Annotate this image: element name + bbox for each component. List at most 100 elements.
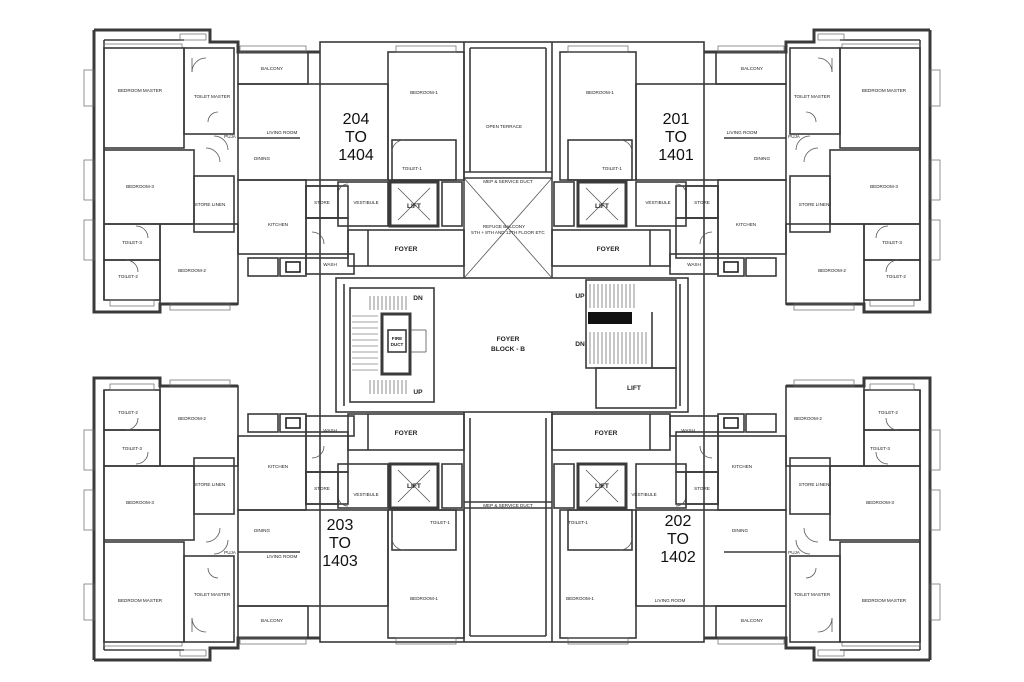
label-bedroom-3: BEDROOM-3 <box>126 184 154 189</box>
unit-nw <box>82 28 466 314</box>
unit-number-ne-3: 1401 <box>658 147 694 164</box>
label-fire-duct-1: FIRE <box>392 336 402 341</box>
label-toilet-3: TOILET-3 <box>122 446 142 451</box>
unit-number-nw-3: 1404 <box>338 147 374 164</box>
label-toilet-master: TOILET MASTER <box>194 94 231 99</box>
label-toilet-2: TOILET-2 <box>118 274 138 279</box>
label-bedroom-3: BEDROOM-3 <box>870 184 898 189</box>
label-toilet-1: TOILET-1 <box>430 520 450 525</box>
label-bedroom-3: BEDROOM-3 <box>126 500 154 505</box>
label-kitchen: KITCHEN <box>732 464 752 469</box>
label-vestibule: VESTIBULE <box>645 200 670 205</box>
label-bedroom-2: BEDROOM-2 <box>794 416 822 421</box>
label-kitchen: KITCHEN <box>736 222 756 227</box>
label-bedroom-master: BEDROOM MASTER <box>118 88 163 93</box>
labels-ne: BEDROOM MASTER TOILET MASTER BALCONY BED… <box>586 66 907 279</box>
unit-number-ne-1: 201 <box>663 111 690 128</box>
core-labels: OPEN TERRACE REFUGE BALCONY 5TH + 8TH AN… <box>391 124 641 508</box>
label-toilet-3: TOILET-3 <box>882 240 902 245</box>
label-stair-dn-right: DN <box>575 341 585 348</box>
label-store-linen: STORE LINEN <box>799 482 830 487</box>
label-balcony: BALCONY <box>741 618 763 623</box>
label-store-linen: STORE LINEN <box>195 482 226 487</box>
label-kitchen: KITCHEN <box>268 222 288 227</box>
unit-number-se-3: 1402 <box>660 549 696 566</box>
unit-number-sw-2: TO <box>329 535 351 552</box>
label-wash: WASH <box>681 428 695 433</box>
right-staircase <box>585 279 677 409</box>
label-living-room: LIVING ROOM <box>727 130 758 135</box>
label-lift-sw: LIFT <box>407 483 421 490</box>
label-bedroom-master: BEDROOM MASTER <box>118 598 163 603</box>
label-toilet-3: TOILET-3 <box>122 240 142 245</box>
label-lift-se: LIFT <box>595 483 609 490</box>
unit-number-nw-1: 204 <box>343 111 370 128</box>
label-foyer-ne: FOYER <box>597 246 620 253</box>
label-bedroom-2: BEDROOM-2 <box>818 268 846 273</box>
label-stair-up-right: UP <box>575 293 585 300</box>
label-store: STORE <box>314 200 330 205</box>
label-kitchen: KITCHEN <box>268 464 288 469</box>
label-store: STORE <box>694 486 710 491</box>
label-dining: DINING <box>254 156 271 161</box>
label-mep-duct-bottom: MEP & SERVICE DUCT <box>483 503 533 508</box>
label-toilet-3: TOILET-3 <box>870 446 890 451</box>
label-puja: PUJA <box>224 550 237 555</box>
label-puja: PUJA <box>788 134 801 139</box>
label-living-room: LIVING ROOM <box>267 554 298 559</box>
unit-number-sw-3: 1403 <box>322 553 358 570</box>
label-wash: WASH <box>687 262 701 267</box>
label-toilet-master: TOILET MASTER <box>794 592 831 597</box>
label-bedroom-3: BEDROOM-3 <box>866 500 894 505</box>
label-foyer-block-line1: FOYER <box>497 336 520 343</box>
label-store: STORE <box>694 200 710 205</box>
label-lift-nw: LIFT <box>407 203 421 210</box>
label-bedroom-master: BEDROOM MASTER <box>862 88 907 93</box>
label-store-linen: STORE LINEN <box>195 202 226 207</box>
label-puja: PUJA <box>224 134 237 139</box>
label-dining: DINING <box>732 528 749 533</box>
label-toilet-2: TOILET-2 <box>886 274 906 279</box>
label-store: STORE <box>314 486 330 491</box>
label-refuge-balcony: REFUGE BALCONY <box>483 224 525 229</box>
label-puja: PUJA <box>788 550 801 555</box>
label-foyer-block-line2: BLOCK - B <box>491 346 525 353</box>
unit-number-sw-1: 203 <box>327 517 354 534</box>
left-staircase <box>349 287 435 403</box>
label-bedroom-1: BEDROOM-1 <box>586 90 614 95</box>
label-wash: WASH <box>323 262 337 267</box>
label-foyer-se: FOYER <box>595 430 618 437</box>
label-bedroom-2: BEDROOM-2 <box>178 416 206 421</box>
label-wash: WASH <box>323 428 337 433</box>
label-bedroom-1: BEDROOM-1 <box>566 596 594 601</box>
label-bedroom-2: BEDROOM-2 <box>178 268 206 273</box>
label-foyer-sw: FOYER <box>395 430 418 437</box>
label-balcony: BALCONY <box>741 66 763 71</box>
label-toilet-master: TOILET MASTER <box>794 94 831 99</box>
label-open-terrace: OPEN TERRACE <box>486 124 522 129</box>
unit-number-se-2: TO <box>667 531 689 548</box>
label-toilet-2: TOILET-2 <box>118 410 138 415</box>
label-bedroom-1: BEDROOM-1 <box>410 90 438 95</box>
label-store-linen: STORE LINEN <box>799 202 830 207</box>
label-vestibule: VESTIBULE <box>353 492 378 497</box>
label-living-room: LIVING ROOM <box>267 130 298 135</box>
label-refuge-floors: 5TH + 8TH AND 12TH FLOOR ETC <box>471 230 545 235</box>
label-toilet-2: TOILET-2 <box>878 410 898 415</box>
unit-number-nw-2: TO <box>345 129 367 146</box>
label-balcony: BALCONY <box>261 618 283 623</box>
unit-ne <box>558 28 942 314</box>
labels-nw: BEDROOM MASTER TOILET MASTER BALCONY BED… <box>118 66 438 279</box>
label-fire-duct-2: DUCT <box>391 342 404 347</box>
label-toilet-1: TOILET-1 <box>402 166 422 171</box>
label-foyer-nw: FOYER <box>395 246 418 253</box>
label-lift-center: LIFT <box>627 385 641 392</box>
label-toilet-1: TOILET-1 <box>568 520 588 525</box>
label-mep-duct-top: MEP & SERVICE DUCT <box>483 179 533 184</box>
label-dining: DINING <box>254 528 271 533</box>
label-bedroom-1: BEDROOM-1 <box>410 596 438 601</box>
labels-sw: BEDROOM MASTER TOILET MASTER BALCONY BED… <box>118 410 450 623</box>
unit-number-se-1: 202 <box>665 513 692 530</box>
label-toilet-1: TOILET-1 <box>602 166 622 171</box>
